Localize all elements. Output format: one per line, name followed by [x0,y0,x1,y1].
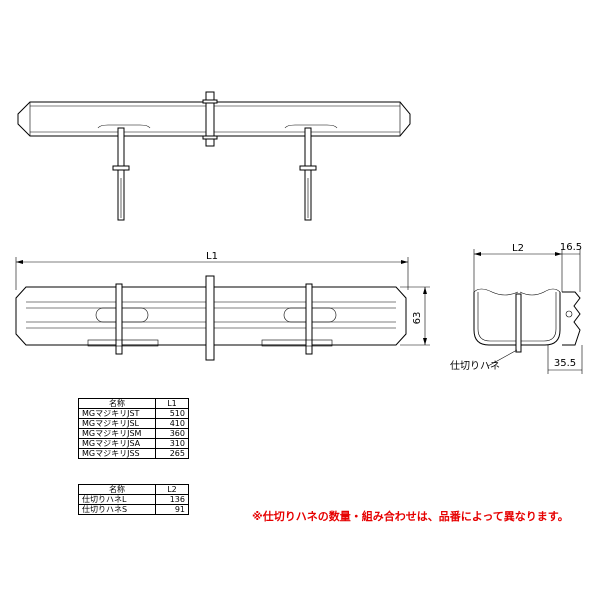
divider-label: 仕切りハネ [450,359,500,372]
table-l1-cell-name: MGマジキリJSS [78,448,156,459]
table-row: MGマジキリJST 510 [78,408,189,419]
table-l2-header-l2: L2 [155,484,189,495]
table-l1-cell-value: 360 [155,428,189,439]
table-l1-header-l1: L1 [155,398,189,409]
table-l2: 名称 L2 仕切りハネL 136 仕切りハネS 91 [78,484,189,515]
table-l1-cell-name: MGマジキリJSM [78,428,156,439]
table-l2-header: 名称 L2 [78,484,189,495]
table-row: MGマジキリJSS 265 [78,448,189,459]
table-l2-cell-name: 仕切りハネL [78,494,156,505]
table-l1-header: 名称 L1 [78,398,189,409]
dim-bottom-width-label: 35.5 [554,358,576,369]
table-l2-cell-value: 91 [155,504,189,515]
table-l2-cell-value: 136 [155,494,189,505]
table-row: MGマジキリJSA 310 [78,438,189,449]
table-l2-header-name: 名称 [78,484,156,495]
table-l1-cell-value: 265 [155,448,189,459]
dim-right-width-label: 16.5 [560,242,582,253]
table-l1-cell-value: 310 [155,438,189,449]
side-view: L2 16.5 35.5 仕切りハネ [450,242,583,374]
table-l2-cell-name: 仕切りハネS [78,504,156,515]
table-l1: 名称 L1 MGマジキリJST 510 MGマジキリJSL 410 MGマジキリ… [78,398,189,459]
quantity-note: ※仕切りハネの数量・組み合わせは、品番によって異なります。 [252,510,569,523]
table-row: MGマジキリJSM 360 [78,428,189,439]
table-l1-cell-name: MGマジキリJSL [78,418,156,429]
dim-l1-label: L1 [206,251,218,262]
table-l1-cell-name: MGマジキリJST [78,408,156,419]
front-view: L1 63 [15,251,430,361]
table-l1-cell-value: 410 [155,418,189,429]
table-row: MGマジキリJSL 410 [78,418,189,429]
dim-height-label: 63 [412,312,423,325]
table-l1-cell-name: MGマジキリJSA [78,438,156,449]
table-l1-header-name: 名称 [78,398,156,409]
table-row: 仕切りハネS 91 [78,504,189,515]
table-row: 仕切りハネL 136 [78,494,189,505]
top-view [17,91,411,221]
dim-l2-label: L2 [512,243,524,254]
table-l1-cell-value: 510 [155,408,189,419]
